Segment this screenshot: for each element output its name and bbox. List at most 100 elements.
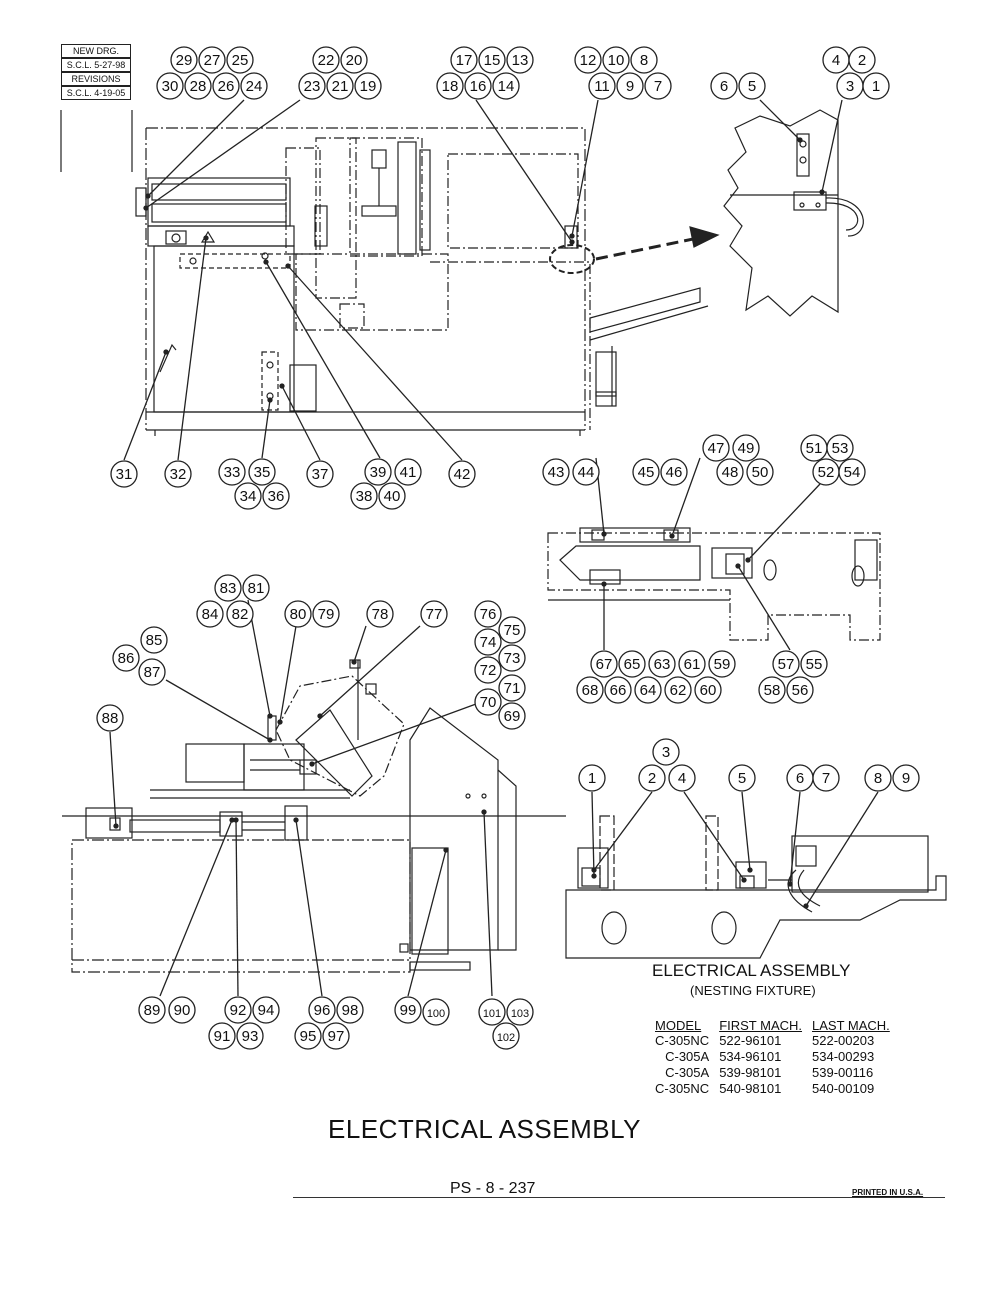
balloon-circle: [578, 764, 606, 792]
balloon-circle: [168, 996, 196, 1024]
balloon-circle: [616, 72, 644, 100]
leader-line: [683, 791, 745, 881]
balloon-label: 74: [480, 634, 497, 651]
callout-balloon-55: 55: [800, 650, 828, 678]
balloon-label: 101: [483, 1008, 501, 1020]
balloon-circle: [708, 650, 736, 678]
balloon-label: 83: [220, 580, 237, 597]
balloon-circle: [326, 72, 354, 100]
callout-balloon-3: 3: [652, 738, 680, 766]
balloon-circle: [498, 644, 526, 672]
callout-balloon-25: 25: [226, 46, 254, 74]
leader-arrowhead: [819, 189, 825, 195]
balloon-label: 9: [902, 770, 910, 787]
callout-balloon-79: 79: [312, 600, 340, 628]
balloon-label: 5: [748, 78, 756, 95]
balloon-label: 2: [858, 52, 866, 69]
balloon-label: 70: [480, 694, 497, 711]
callout-balloon-59: 59: [708, 650, 736, 678]
balloon-circle: [664, 676, 692, 704]
leader-arrowhead: [741, 877, 747, 883]
balloon-circle: [638, 764, 666, 792]
callout-balloon-74: 74: [474, 628, 502, 656]
balloon-label: 58: [764, 682, 781, 699]
balloon-circle: [660, 458, 688, 486]
balloon-label: 80: [290, 606, 307, 623]
callout-balloon-84: 84: [196, 600, 224, 628]
balloon-label: 97: [328, 1028, 345, 1045]
leader-line: [747, 483, 821, 561]
leader-arrowhead: [267, 397, 273, 403]
first-mach-cell: 540-98101: [719, 1081, 782, 1096]
callout-balloon-62: 62: [664, 676, 692, 704]
balloon-circle: [498, 674, 526, 702]
callout-balloon-22: 22: [312, 46, 340, 74]
callout-balloon-9: 9: [892, 764, 920, 792]
balloon-circle: [226, 600, 254, 628]
callout-balloon-68: 68: [576, 676, 604, 704]
balloon-label: 27: [204, 52, 221, 69]
balloon-circle: [590, 650, 618, 678]
balloon-circle: [826, 434, 854, 462]
leader-arrowhead: [481, 809, 487, 815]
balloon-label: 15: [484, 52, 501, 69]
balloon-label: 30: [162, 78, 179, 95]
balloon-label: 20: [346, 52, 363, 69]
callout-balloon-57: 57: [772, 650, 800, 678]
balloon-label: 67: [596, 656, 613, 673]
balloon-circle: [164, 460, 192, 488]
balloon-label: 73: [504, 650, 521, 667]
callout-balloon-8: 8: [630, 46, 658, 74]
callout-balloon-99: 99: [394, 996, 422, 1024]
balloon-label: 84: [202, 606, 219, 623]
balloon-label: 1: [872, 78, 880, 95]
balloon-circle: [746, 458, 774, 486]
callout-balloon-31: 31: [110, 460, 138, 488]
callout-balloon-19: 19: [354, 72, 382, 100]
leader-arrowhead: [203, 235, 209, 241]
leader-arrowhead: [277, 719, 283, 725]
balloon-circle: [652, 738, 680, 766]
callout-balloon-71: 71: [498, 674, 526, 702]
balloon-label: 52: [818, 464, 835, 481]
front-view: [62, 659, 566, 973]
balloon-circle: [702, 434, 730, 462]
balloon-circle: [542, 458, 570, 486]
callout-balloon-96: 96: [308, 996, 336, 1024]
first-mach-cell: 534-96101: [719, 1049, 782, 1064]
callout-balloon-33: 33: [218, 458, 246, 486]
callout-balloon-48: 48: [716, 458, 744, 486]
balloon-circle: [892, 764, 920, 792]
callout-balloon-16: 16: [464, 72, 492, 100]
callout-balloon-8: 8: [864, 764, 892, 792]
balloon-circle: [226, 46, 254, 74]
balloon-circle: [196, 600, 224, 628]
balloon-circle: [576, 676, 604, 704]
balloon-circle: [838, 458, 866, 486]
balloon-circle: [478, 46, 506, 74]
callout-balloon-14: 14: [492, 72, 520, 100]
callout-balloon-58: 58: [758, 676, 786, 704]
leader-line: [571, 99, 599, 237]
balloon-label: 71: [504, 680, 521, 697]
leader-line: [311, 703, 477, 765]
callout-balloon-77: 77: [420, 600, 448, 628]
callout-balloon-94: 94: [252, 996, 280, 1024]
balloon-circle: [630, 46, 658, 74]
balloon-circle: [716, 458, 744, 486]
balloon-label: 102: [497, 1032, 515, 1044]
table-header-row: MODEL FIRST MACH. LAST MACH.: [650, 1018, 895, 1033]
balloon-circle: [758, 676, 786, 704]
balloon-label: 47: [708, 440, 725, 457]
callout-balloon-72: 72: [474, 656, 502, 684]
balloon-label: 26: [218, 78, 235, 95]
balloon-label: 61: [684, 656, 701, 673]
balloon-label: 78: [372, 606, 389, 623]
callout-balloon-85: 85: [140, 626, 168, 654]
leader-line: [319, 625, 421, 717]
callout-balloon-83: 83: [214, 574, 242, 602]
balloon-label: 3: [662, 744, 670, 761]
balloon-label: 11: [594, 78, 610, 95]
nesting-fixture-title: ELECTRICAL ASSEMBLY: [652, 961, 851, 980]
balloon-label: 51: [806, 440, 823, 457]
